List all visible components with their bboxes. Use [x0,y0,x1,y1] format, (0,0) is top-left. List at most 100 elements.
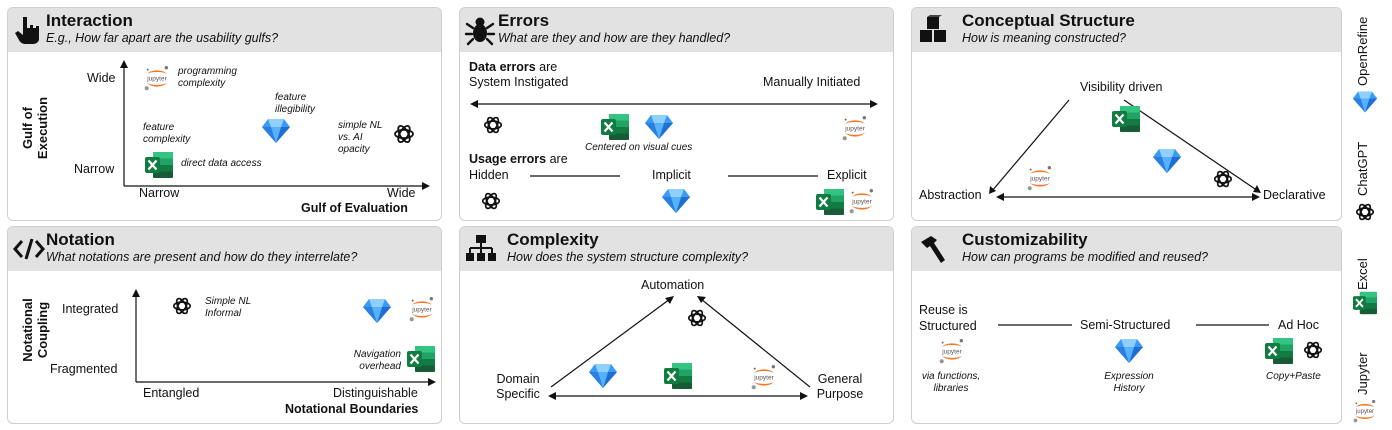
notation-title: Notation [46,230,115,249]
openrefine-icon [661,188,691,214]
jupyter-icon [848,187,876,215]
note-programming-complexity: programming complexity [178,66,237,89]
notation-y-axis-label: Notational Coupling [20,298,50,362]
errors-header [460,8,893,52]
interaction-y-narrow: Narrow [74,162,115,176]
expression-history-note: Expression History [1104,371,1154,394]
jupyter-icon [750,363,778,391]
hammer-icon [921,236,945,263]
hierarchy-icon [466,235,496,261]
blocks-icon [920,15,946,42]
customizability-panel: Customizability How can programs be modi… [911,226,1342,424]
openrefine-icon [1114,338,1144,364]
declarative-label: Declarative [1263,188,1326,202]
interaction-subtitle: E.g., How far apart are the usability gu… [46,31,279,45]
complexity-subtitle: How does the system structure complexity… [507,250,749,264]
entangled-label: Entangled [143,386,200,400]
customizability-header [912,227,1341,271]
notation-panel: Notation What notations are present and … [7,226,442,424]
note-feature-complexity: feature complexity [143,122,191,145]
chatgpt-icon [1354,201,1376,223]
interaction-y-axis-label: Gulf of Execution [20,96,50,160]
notation-x-axis-label: Notational Boundaries [285,402,419,416]
customizability-title: Customizability [962,230,1088,249]
excel-icon [600,113,630,141]
domain-specific-label: Domain Specific [496,372,540,401]
conceptual-header [912,8,1341,52]
excel-icon [1111,105,1141,133]
legend-excel-label: Excel [1355,258,1370,290]
system-instigated-label: System Instigated [469,75,569,89]
interaction-x-axis-label: Gulf of Evaluation [301,201,408,215]
openrefine-icon [362,298,392,324]
excel-icon [815,188,845,216]
copy-paste-note: Copy+Paste [1266,371,1321,382]
interaction-x-wide: Wide [387,186,416,200]
legend-openrefine-label: OpenRefine [1355,16,1370,86]
openrefine-icon [1352,90,1378,114]
data-errors-bold: Data errors [469,60,536,74]
jupyter-icon [938,337,966,365]
implicit-label: Implicit [652,168,691,182]
code-icon [13,238,45,260]
legend-chatgpt-label: ChatGPT [1355,141,1370,196]
openrefine-icon [588,363,618,389]
automation-label: Automation [641,278,705,292]
excel-icon [406,345,436,373]
notation-axes [132,289,436,386]
interaction-x-narrow: Narrow [139,186,180,200]
data-errors-label: Data errors are [469,60,557,74]
complexity-panel: Complexity How does the system structure… [459,226,894,424]
openrefine-icon [644,114,674,140]
chatgpt-icon [686,307,708,329]
visual-cues-note: Centered on visual cues [585,142,693,153]
interaction-y-wide: Wide [87,71,116,85]
customizability-subtitle: How can programs be modified and reused? [962,250,1208,264]
conceptual-triangle [989,99,1261,201]
conceptual-title: Conceptual Structure [962,11,1135,30]
openrefine-icon [261,118,291,144]
integrated-label: Integrated [62,302,119,316]
chatgpt-icon [1212,168,1234,190]
excel-icon [144,151,174,179]
chatgpt-icon [482,114,504,136]
jupyter-icon [1026,164,1054,192]
hidden-label: Hidden [469,168,509,182]
chatgpt-icon [171,295,193,317]
abstraction-label: Abstraction [919,188,982,202]
openrefine-icon [1152,148,1182,174]
interaction-axes [120,60,430,190]
complexity-triangle [548,296,811,400]
simple-nl-note: Simple NL Informal [205,296,251,319]
ad-hoc-label: Ad Hoc [1278,318,1319,332]
note-direct-data-access: direct data access [181,158,262,169]
via-functions-note: via functions, libraries [921,371,981,394]
semi-structured-label: Semi-Structured [1080,318,1171,332]
distinguishable-label: Distinguishable [333,386,418,400]
excel-icon [1352,291,1378,315]
bug-icon [464,17,496,46]
explicit-label: Explicit [827,168,867,182]
general-purpose-label: General Purpose [816,372,864,401]
jupyter-icon [143,64,171,92]
complexity-header [460,227,893,271]
usage-errors-rest: are [546,152,568,166]
interaction-title: Interaction [46,11,133,30]
pointing-hand-icon [15,17,39,44]
interaction-header [8,8,441,52]
chatgpt-icon [392,122,416,146]
data-errors-rest: are [535,60,558,74]
usage-errors-label: Usage errors are [469,152,568,166]
navigation-overhead-note: Navigation overhead [353,349,401,372]
conceptual-subtitle: How is meaning constructed? [962,31,1126,45]
reuse-structured-label: Reuse is Structured [919,303,977,333]
manually-initiated-label: Manually Initiated [763,75,861,89]
jupyter-icon [841,114,869,142]
errors-subtitle: What are they and how are they handled? [498,31,731,45]
complexity-title: Complexity [507,230,599,249]
jupyter-icon [1352,398,1378,424]
errors-title: Errors [498,11,550,30]
note-simple-nl: simple NL vs. AI opacity [338,120,383,155]
customizability-lines [998,324,1269,326]
conceptual-panel: Conceptual Structure How is meaning cons… [911,7,1342,221]
